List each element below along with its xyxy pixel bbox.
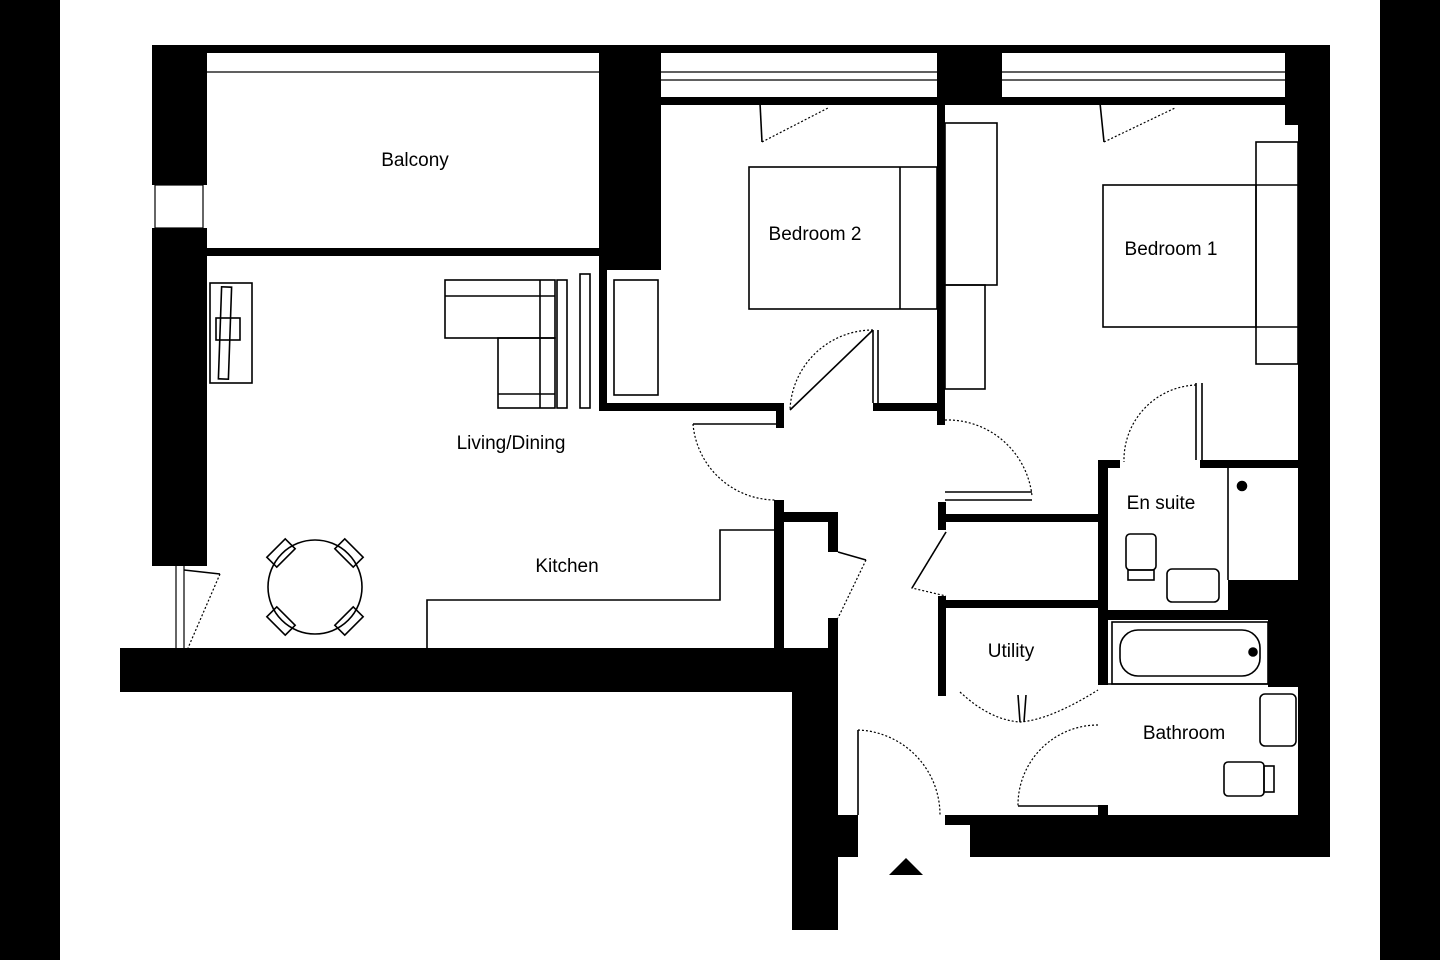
room-label-bedroom-2: Bedroom 2 [769,224,862,245]
wall-segment [774,500,784,648]
walls [120,45,1330,930]
wall-segment [1268,610,1298,687]
room-label-bedroom-1: Bedroom 1 [1125,239,1218,260]
wall-segment [1098,460,1120,468]
wall-segment [937,45,1002,105]
wall-segment [1098,610,1298,620]
wall-segment [207,248,599,256]
wall-segment [828,512,838,552]
wall-segment [599,403,784,411]
bed [1102,141,1299,365]
wall-segment [838,815,858,857]
door-swings [183,102,1197,816]
door [1123,384,1197,463]
wall-segment [938,600,1100,608]
room-label-en-suite: En suite [1127,493,1196,514]
wall-segment [1200,460,1300,468]
wall-segment [599,270,607,410]
window-lines [154,71,1285,648]
door [1017,724,1099,807]
floor-plan-page: Balcony Bedroom 2 Bedroom 1 Living/Dinin… [60,0,1380,960]
bed [748,166,938,310]
wall-segment [1002,97,1285,105]
door [1099,102,1176,143]
wall-segment [828,618,838,692]
wall-segment [776,403,784,428]
wall-segment [1228,580,1300,610]
wall-segment [1098,805,1108,817]
room-label-living-dining: Living/Dining [457,433,566,454]
entrance-arrow-icon [889,858,923,875]
door [759,102,829,143]
wall-segment [1298,45,1330,857]
tv-unit [209,282,253,384]
wall-segment [938,514,1100,522]
dining-table [265,537,365,637]
door [959,689,1099,723]
door [837,551,867,619]
room-label-utility: Utility [988,641,1035,662]
wall-segment [937,45,945,425]
wall-segment [661,97,937,105]
door [789,329,874,411]
door [692,423,777,501]
wall-segment [970,815,1330,857]
wall-segment [152,45,1330,53]
room-label-balcony: Balcony [381,150,449,171]
room-label-kitchen: Kitchen [535,556,598,577]
wall-segment [774,512,838,522]
room-label-bathroom: Bathroom [1143,723,1225,744]
sideboard [579,273,591,409]
toilet [1223,761,1275,797]
wall-segment [938,596,946,696]
wall-segment [792,648,838,930]
wall-segment [1098,460,1108,615]
toilet [1125,533,1157,581]
wall-segment [152,228,207,566]
wall-segment [120,648,838,692]
wall-segment [1098,605,1108,685]
sofa [444,279,568,409]
door [857,729,941,816]
wardrobe [944,122,998,390]
door [944,419,1033,497]
basin [1259,693,1297,747]
wall-segment [152,45,207,185]
basin [1166,568,1220,603]
furniture [209,122,1299,797]
bathtub [1111,621,1269,685]
floor-plan-drawing: Balcony Bedroom 2 Bedroom 1 Living/Dinin… [120,45,1330,930]
room-labels: Balcony Bedroom 2 Bedroom 1 Living/Dinin… [381,150,1225,744]
shower-tray [1236,480,1248,492]
door [911,531,947,597]
door [183,569,221,649]
wardrobe [613,279,659,396]
wall-segment [599,45,661,270]
wall-segment [873,403,945,411]
